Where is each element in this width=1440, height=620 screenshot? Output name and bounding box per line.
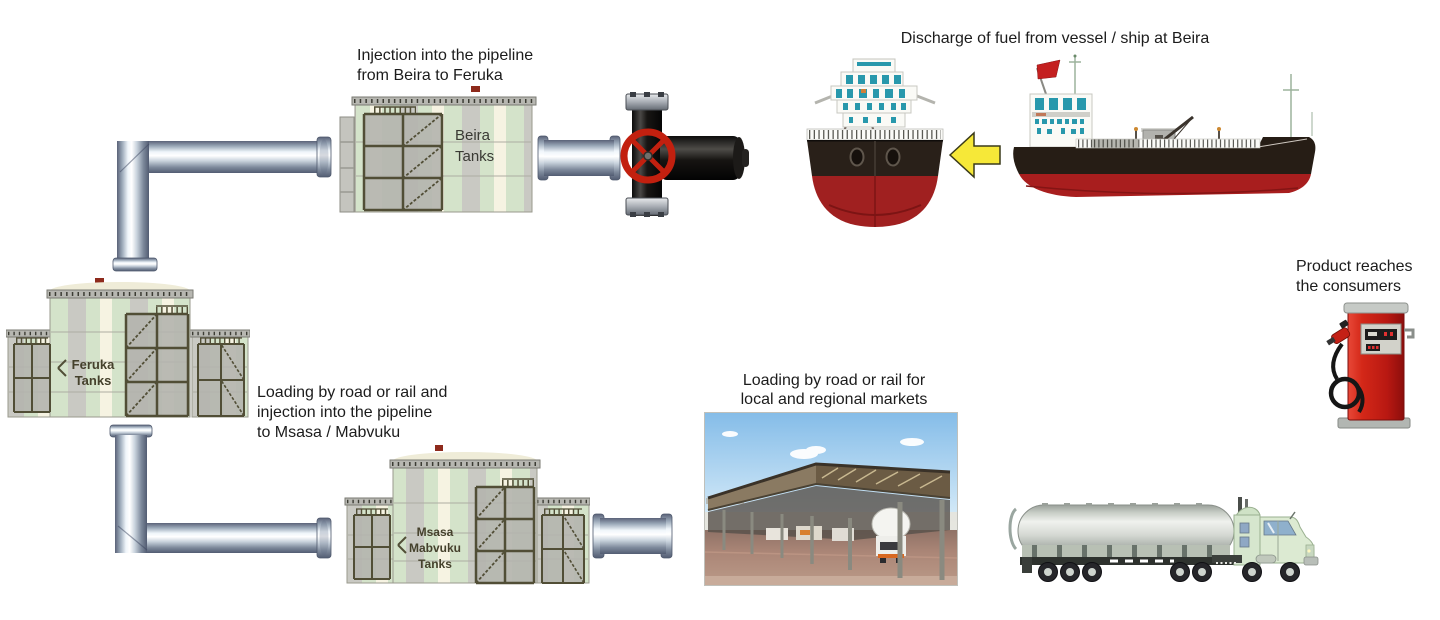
markets-label-line1: Loading by road or rail for	[742, 372, 926, 389]
lower-elbow-pipe	[109, 424, 332, 559]
discharge-label-line: Discharge of fuel from vessel / ship at …	[900, 30, 1210, 47]
left-direction-arrow-icon	[948, 131, 1001, 179]
markets-label: Loading by road or rail for local and re…	[712, 371, 956, 409]
ship-side-superstructure	[1029, 54, 1093, 148]
loading-pipeline-label-line1: Loading by road or rail and	[257, 384, 448, 401]
discharge-label: Discharge of fuel from vessel / ship at …	[879, 29, 1231, 49]
upper-elbow-pipe	[112, 136, 332, 272]
feruka-tank-label-line1: Feruka	[72, 357, 115, 372]
product-consumers-label-line1: Product reaches	[1296, 258, 1413, 275]
ship-front-superstructure	[830, 58, 918, 128]
ship-flag	[1036, 59, 1061, 80]
pipe-segment-beira	[537, 135, 621, 181]
pump-hose	[1328, 342, 1365, 414]
pipeline-valve-illustration	[620, 92, 749, 217]
valve-outlet-cylinder	[660, 136, 749, 180]
beira-vent-marker	[471, 86, 480, 92]
msasa-mabvuku-tank-illustration: Msasa Mabvuku Tanks	[344, 445, 590, 585]
ship-side-hull	[1013, 137, 1316, 197]
feruka-vent-marker	[95, 278, 104, 284]
photo-canopy-roof	[707, 462, 951, 511]
oil-tanker-ship-illustration	[1013, 54, 1316, 197]
loading-pipeline-label: Loading by road or rail and injection in…	[257, 383, 447, 443]
photo-canopy-columns	[722, 500, 945, 580]
truck-trailer	[1008, 503, 1240, 573]
beira-tank-scaffold	[362, 106, 444, 212]
beira-tank-label-line2: Tanks	[455, 148, 494, 165]
fuel-pump-illustration	[1326, 302, 1415, 429]
injection-pipeline-label-line2: from Beira to Feruka	[357, 67, 503, 84]
beira-tank-label-line1: Beira	[455, 127, 491, 144]
injection-pipeline-label: Injection into the pipeline from Beira t…	[357, 46, 533, 86]
valve-handwheel	[620, 128, 676, 184]
product-consumers-label-line2: the consumers	[1296, 278, 1401, 295]
feruka-tank-illustration: Feruka Tanks	[6, 278, 250, 418]
msasa-tank-label-line2: Mabvuku	[409, 541, 461, 555]
pump-display-panel	[1360, 323, 1402, 355]
feruka-tank-label-line2: Tanks	[75, 373, 112, 388]
pipe-segment-msasa	[592, 513, 673, 559]
msasa-tank-label-line1: Msasa	[417, 525, 454, 539]
ship-front-hull	[806, 128, 944, 227]
msasa-vent-marker	[435, 445, 443, 451]
loading-pipeline-label-line3: to Msasa / Mabvuku	[257, 424, 401, 441]
truck-wheels	[1038, 562, 1300, 582]
beira-tank-illustration: Beira Tanks	[339, 86, 537, 213]
ship-side-deck-fittings	[1134, 74, 1313, 148]
beira-side-sliver	[339, 116, 355, 213]
ship-front-view-illustration	[806, 58, 944, 227]
loading-pipeline-label-line2: injection into the pipeline	[257, 404, 433, 421]
loading-terminal-photo	[704, 412, 958, 586]
feruka-scaffolds	[13, 305, 245, 418]
pump-top-cap	[1343, 302, 1409, 314]
photo-clouds	[722, 431, 924, 459]
photo-border	[704, 412, 958, 586]
msasa-scaffolds	[353, 478, 585, 585]
product-consumers-label: Product reaches the consumers	[1296, 257, 1413, 297]
injection-pipeline-label-line1: Injection into the pipeline	[357, 47, 534, 64]
pump-side-bracket	[1404, 328, 1415, 339]
msasa-tank-label-line3: Tanks	[418, 557, 452, 571]
tanker-truck-illustration	[1008, 497, 1319, 582]
markets-label-line2: local and regional markets	[740, 391, 928, 408]
pump-nozzle	[1326, 319, 1351, 346]
